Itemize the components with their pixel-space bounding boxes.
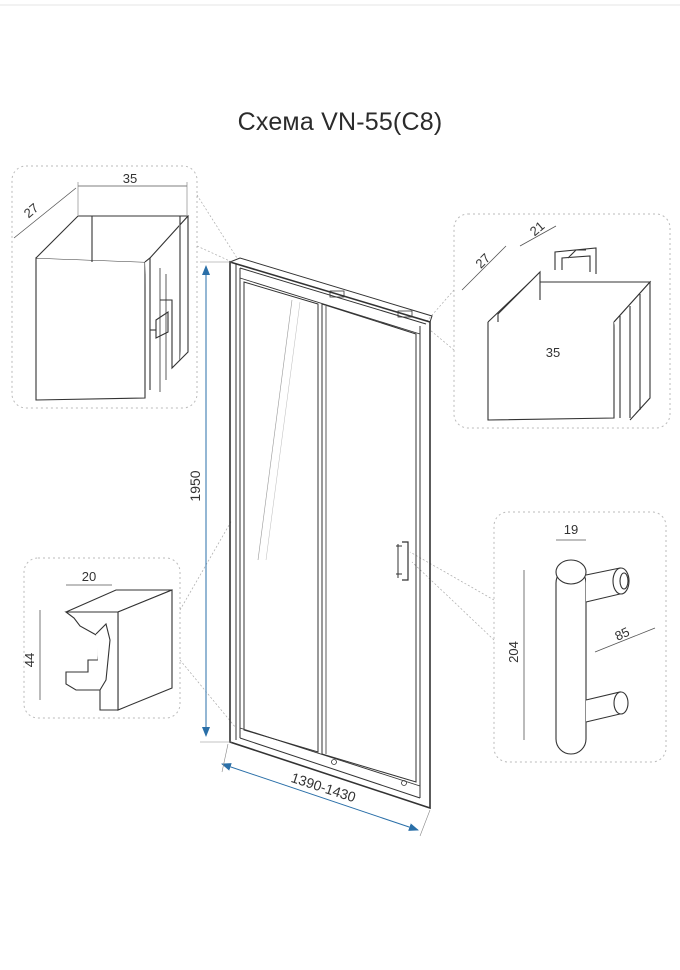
dim-label-handle-offset: 85 bbox=[612, 624, 631, 644]
detail-panel-profile-c: 20 44 bbox=[22, 557, 181, 719]
dim-label-profile-c-height: 44 bbox=[22, 653, 37, 667]
dim-label-width: 1390-1430 bbox=[289, 769, 358, 805]
dim-label-profile-b-depth: 27 bbox=[472, 250, 493, 271]
shower-door-drawing bbox=[229, 257, 433, 810]
dim-label-profile-a-depth: 27 bbox=[21, 200, 42, 221]
dimension-height: 1950 bbox=[187, 261, 232, 743]
dim-label-profile-b-width: 35 bbox=[546, 345, 560, 360]
dim-label-handle-diameter: 19 bbox=[564, 522, 578, 537]
dim-label-profile-a-width: 35 bbox=[123, 171, 137, 186]
diagram-title: Схема VN-55(С8) bbox=[237, 108, 443, 136]
detail-panel-profile-a: 35 27 bbox=[11, 165, 198, 409]
dim-label-profile-b-top: 21 bbox=[527, 218, 548, 239]
dim-label-height: 1950 bbox=[187, 470, 203, 501]
dim-label-handle-length: 204 bbox=[506, 641, 521, 663]
dim-label-profile-c-width: 20 bbox=[82, 569, 96, 584]
detail-panel-handle: 19 204 85 bbox=[493, 511, 667, 763]
detail-panel-profile-b: 27 21 35 bbox=[453, 213, 671, 429]
dimension-width: 1390-1430 bbox=[221, 743, 431, 837]
